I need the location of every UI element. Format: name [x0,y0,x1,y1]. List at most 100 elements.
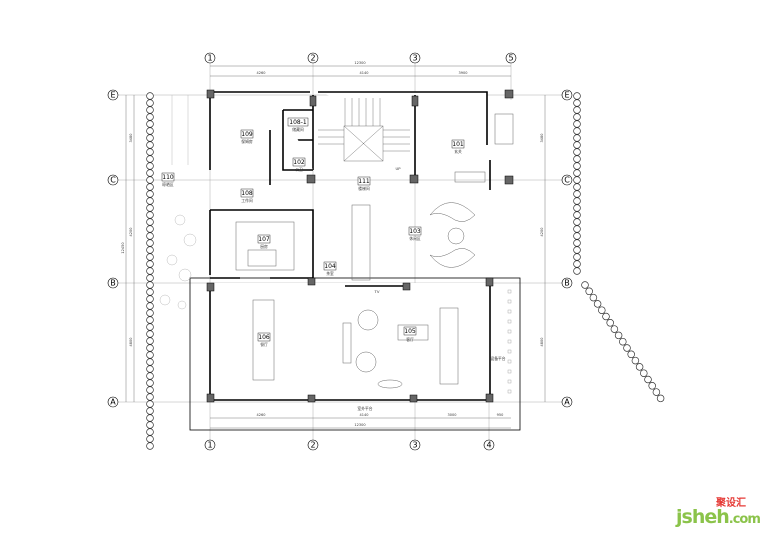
dim-top-total: 12300 [354,61,365,65]
tree-icon [146,435,154,443]
tree-icon [146,134,154,142]
tree-icon [573,204,581,212]
armchair [357,309,379,331]
tree-icon [146,260,154,268]
tree-icon [573,155,581,163]
tree-icon [573,113,581,121]
tree-icon [573,211,581,219]
tree-icon [598,306,606,314]
tree-icon [146,246,154,254]
dim-right-3: 4800 [540,338,544,347]
tree-icon [614,331,623,340]
tree-icon [623,344,631,352]
staircase [318,98,410,162]
svg-text:110: 110 [162,174,174,181]
sofa-bottom [429,248,476,268]
axis-top-3: 3 [412,54,417,63]
tree-icon [146,337,154,345]
tree-icon [146,386,154,394]
tree-icon [146,302,154,310]
tree-icon [573,197,581,205]
tree-icon [146,267,154,275]
tree-icon [146,365,154,373]
sofa-top [429,202,476,222]
svg-text:厨房: 厨房 [260,244,268,249]
tree-icon [146,288,154,296]
tree-icon [619,337,627,346]
tree-icon [652,388,661,396]
outdoor-terrace [189,277,521,431]
columns [206,89,514,403]
axis-left-B: B [110,279,116,288]
tree-icon [573,176,581,184]
tree-icon [573,169,581,177]
axis-top-2: 2 [310,54,315,63]
tree-icon [573,99,581,107]
tree-icon [573,232,581,240]
tree-icon [146,113,154,121]
tree-icon [146,372,154,380]
tree-icon [573,225,581,233]
tree-icon [146,141,154,149]
dim-left-3: 4800 [129,338,133,347]
tree-icon [606,319,614,327]
svg-text:茶室: 茶室 [326,271,334,276]
axis-right-E: E [564,91,569,100]
tree-icon [146,148,154,156]
tree-icon [146,274,154,282]
dim-left-total: 12450 [121,242,125,253]
axis-left-C: C [110,176,116,185]
axis-bottom-1: 1 [207,441,212,450]
svg-text:111: 111 [358,178,370,185]
tree-icon [573,190,581,198]
tree-icon [146,225,154,233]
tree-icon [146,127,154,135]
tree-icon [146,99,154,107]
tree-icon [146,204,154,212]
tree-icon [146,239,154,247]
svg-text:106: 106 [258,334,270,341]
tree-icon [585,287,593,296]
axis-left-E: E [110,91,115,100]
svg-text:103: 103 [409,228,421,235]
tree-icon [146,344,154,352]
svg-text:108: 108 [241,190,253,197]
tree-icon [573,267,581,275]
tree-icon [602,312,610,321]
tv-label: TV [374,289,380,294]
tree-icon [146,316,154,324]
tree-icon [581,281,589,289]
tree-icon [593,300,602,308]
tree-icon [146,162,154,170]
tree-icon [573,183,581,191]
tree-icon [146,309,154,317]
axis-right-B: B [564,279,570,288]
tree-icon [146,106,154,114]
armchair [355,351,377,373]
tree-icon [573,120,581,128]
tree-icon [573,239,581,247]
walls [209,91,491,401]
svg-text:餐厅: 餐厅 [260,342,268,347]
rug-ornament [377,379,403,389]
dining-table [252,299,275,381]
dim-top-3: 3900 [459,71,468,75]
tree-icon [644,375,652,384]
svg-text:玄关: 玄关 [454,149,462,154]
axis-bottom-3: 3 [412,441,417,450]
entry-cabinet [454,171,486,183]
tree-icon [648,382,656,390]
garden-plants [159,95,197,310]
svg-text:104: 104 [324,263,336,270]
dim-right-2: 4200 [540,228,544,237]
axis-bottom-2: 2 [310,441,315,450]
